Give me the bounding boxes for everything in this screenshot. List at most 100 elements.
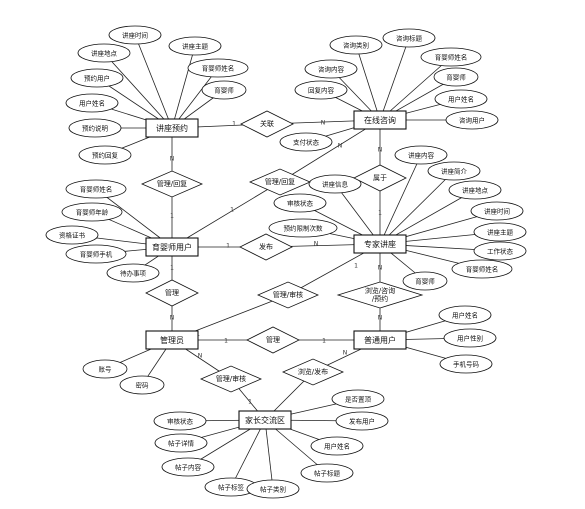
relationship-label: 管理/回复 bbox=[157, 179, 187, 188]
attribute-ellipse bbox=[445, 110, 499, 130]
attribute-ellipse bbox=[434, 89, 488, 109]
attribute-label: 预约回复 bbox=[92, 151, 119, 160]
relationship-diamond bbox=[140, 170, 204, 198]
entity-label: 家长交流区 bbox=[245, 415, 285, 425]
cardinality-label: N bbox=[170, 315, 175, 322]
entity-box bbox=[353, 110, 407, 130]
attribute-d3: 讲座信息 bbox=[308, 174, 362, 194]
relationship-r4: 属于 bbox=[353, 164, 407, 192]
attribute-d2: 讲座简介 bbox=[427, 161, 481, 181]
entity-label: 育婴师用户 bbox=[152, 242, 192, 252]
attribute-ellipse bbox=[335, 411, 389, 431]
attribute-ellipse bbox=[329, 35, 383, 55]
relationship-diamond bbox=[145, 279, 199, 307]
relationship-r9: 管理 bbox=[246, 326, 300, 354]
relationship-r1: 关联 bbox=[240, 110, 294, 138]
attribute-a5: 育婴师姓名 bbox=[187, 58, 249, 78]
entity-box bbox=[353, 330, 407, 350]
relationship-r10: 管理/审核 bbox=[199, 365, 263, 393]
relationship-label: /预约 bbox=[372, 294, 388, 303]
attribute-ellipse bbox=[65, 179, 127, 199]
cardinality-label: N bbox=[321, 120, 326, 127]
relationship-r7: 管理/审核 bbox=[256, 281, 320, 309]
cardinality-label: N bbox=[343, 350, 348, 357]
attribute-g3: 手机号码 bbox=[439, 354, 493, 374]
attribute-label: 回复内容 bbox=[308, 86, 335, 95]
attribute-ellipse bbox=[108, 25, 162, 45]
attribute-d1: 讲座内容 bbox=[394, 145, 448, 165]
attribute-c1: 育婴师姓名 bbox=[65, 179, 127, 199]
entity-online_consult: 在线咨询 bbox=[353, 110, 407, 130]
attribute-label: 讲座时间 bbox=[484, 207, 510, 216]
attribute-ellipse bbox=[279, 132, 333, 152]
attribute-label: 育婴师姓名 bbox=[202, 64, 235, 73]
attribute-h1: 是否置顶 bbox=[331, 389, 385, 409]
cardinality-label: 1 bbox=[354, 263, 358, 270]
attribute-label: 讲座简介 bbox=[441, 167, 468, 176]
attribute-label: 咨询内容 bbox=[318, 65, 345, 74]
attribute-label: 用户性别 bbox=[457, 334, 483, 343]
attribute-ellipse bbox=[439, 354, 493, 374]
attribute-b2: 咨询标题 bbox=[382, 28, 436, 48]
attribute-ellipse bbox=[382, 28, 436, 48]
attribute-label: 讲座主题 bbox=[182, 42, 209, 51]
cardinality-label: N bbox=[338, 143, 343, 150]
cardinality-label: 1 bbox=[232, 121, 236, 128]
attribute-ellipse bbox=[473, 222, 527, 242]
attribute-f1: 账号 bbox=[82, 359, 128, 379]
connector-line bbox=[171, 181, 281, 248]
entity-admin: 管理员 bbox=[145, 330, 199, 350]
attribute-c5: 待办事项 bbox=[106, 263, 160, 283]
attribute-label: 讲座时间 bbox=[122, 31, 148, 40]
connector-line bbox=[230, 419, 266, 488]
relationship-r2: 管理/回复 bbox=[140, 170, 204, 198]
cardinality-label: N bbox=[378, 147, 383, 154]
entity-lecture_booking: 讲座预约 bbox=[145, 118, 199, 138]
attribute-label: 育婴师 bbox=[214, 86, 234, 95]
attribute-label: 资格证书 bbox=[59, 231, 86, 240]
attribute-ellipse bbox=[268, 218, 338, 238]
relationship-diamond bbox=[336, 281, 424, 309]
cardinality-label: N bbox=[378, 265, 383, 272]
attribute-label: 育婴师姓名 bbox=[435, 53, 468, 62]
entity-counselor: 育婴师用户 bbox=[145, 237, 199, 257]
attribute-ellipse bbox=[201, 80, 247, 100]
attribute-b1: 咨询类别 bbox=[329, 35, 383, 55]
entity-box bbox=[145, 237, 199, 257]
attribute-label: 咨询类别 bbox=[343, 41, 369, 50]
entity-label: 普通用户 bbox=[364, 335, 396, 345]
entity-box bbox=[353, 234, 407, 254]
relationship-label: 浏览/咨询 bbox=[365, 286, 395, 295]
attribute-label: 预约限制次数 bbox=[284, 224, 324, 233]
connector-line bbox=[264, 419, 274, 490]
attribute-g2: 用户性别 bbox=[443, 328, 497, 348]
entity-label: 管理员 bbox=[160, 335, 184, 345]
connector-line bbox=[134, 34, 173, 129]
attribute-ellipse bbox=[451, 259, 513, 279]
attribute-label: 用户姓名 bbox=[79, 99, 105, 108]
connector-line bbox=[379, 154, 422, 245]
attribute-label: 审核状态 bbox=[287, 199, 314, 208]
attribute-label: 育婴师姓名 bbox=[466, 265, 499, 274]
attribute-d8: 讲座主题 bbox=[473, 222, 527, 242]
attribute-h5: 用户姓名 bbox=[310, 436, 364, 456]
attribute-ellipse bbox=[473, 241, 527, 261]
attribute-b9: 支付状态 bbox=[279, 132, 333, 152]
attribute-ellipse bbox=[77, 43, 131, 63]
connector-line bbox=[355, 44, 381, 121]
attribute-label: 待办事项 bbox=[120, 269, 147, 278]
relationship-diamond bbox=[246, 326, 300, 354]
cardinality-label: 1 bbox=[230, 207, 234, 214]
entity-label: 专家讲座 bbox=[364, 239, 396, 249]
attribute-label: 育婴师手机 bbox=[80, 250, 113, 259]
attribute-c4: 育婴师手机 bbox=[65, 244, 127, 264]
attribute-ellipse bbox=[168, 36, 222, 56]
attribute-label: 讲座地点 bbox=[462, 186, 489, 195]
attribute-label: 育婴师姓名 bbox=[80, 185, 113, 194]
attribute-a1: 讲座时间 bbox=[108, 25, 162, 45]
attribute-label: 帖子标题 bbox=[314, 469, 341, 478]
attribute-h9: 帖子类别 bbox=[246, 479, 300, 499]
attribute-label: 咨询用户 bbox=[459, 116, 485, 125]
attribute-h4: 帖子详情 bbox=[154, 433, 208, 453]
attribute-ellipse bbox=[448, 180, 502, 200]
